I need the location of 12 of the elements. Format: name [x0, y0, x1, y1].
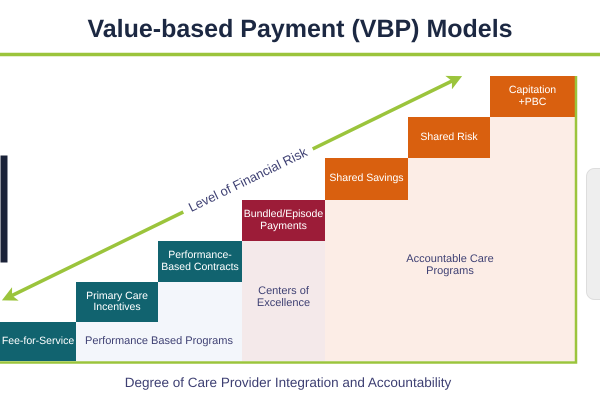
band-label: Accountable Care Programs — [405, 252, 495, 278]
stage-box: Shared Risk — [408, 117, 490, 158]
stage-box: Bundled/Episode Payments — [242, 200, 325, 241]
stage-box: Fee-for-Service — [0, 322, 76, 361]
stage-box: Shared Savings — [325, 158, 408, 200]
band-label: Performance Based Programs — [85, 335, 233, 348]
axis-label: Degree of Care Provider Integration and Accountability — [124, 374, 452, 392]
stage-box: Primary Care Incentives — [76, 282, 158, 322]
stage-box: Performance-Based Contracts — [158, 241, 242, 282]
stage-box: Capitation +PBC — [490, 76, 575, 117]
band-label: Centers of Excellence — [256, 284, 312, 310]
title: Value-based Payment (VBP) Models — [86, 15, 514, 44]
